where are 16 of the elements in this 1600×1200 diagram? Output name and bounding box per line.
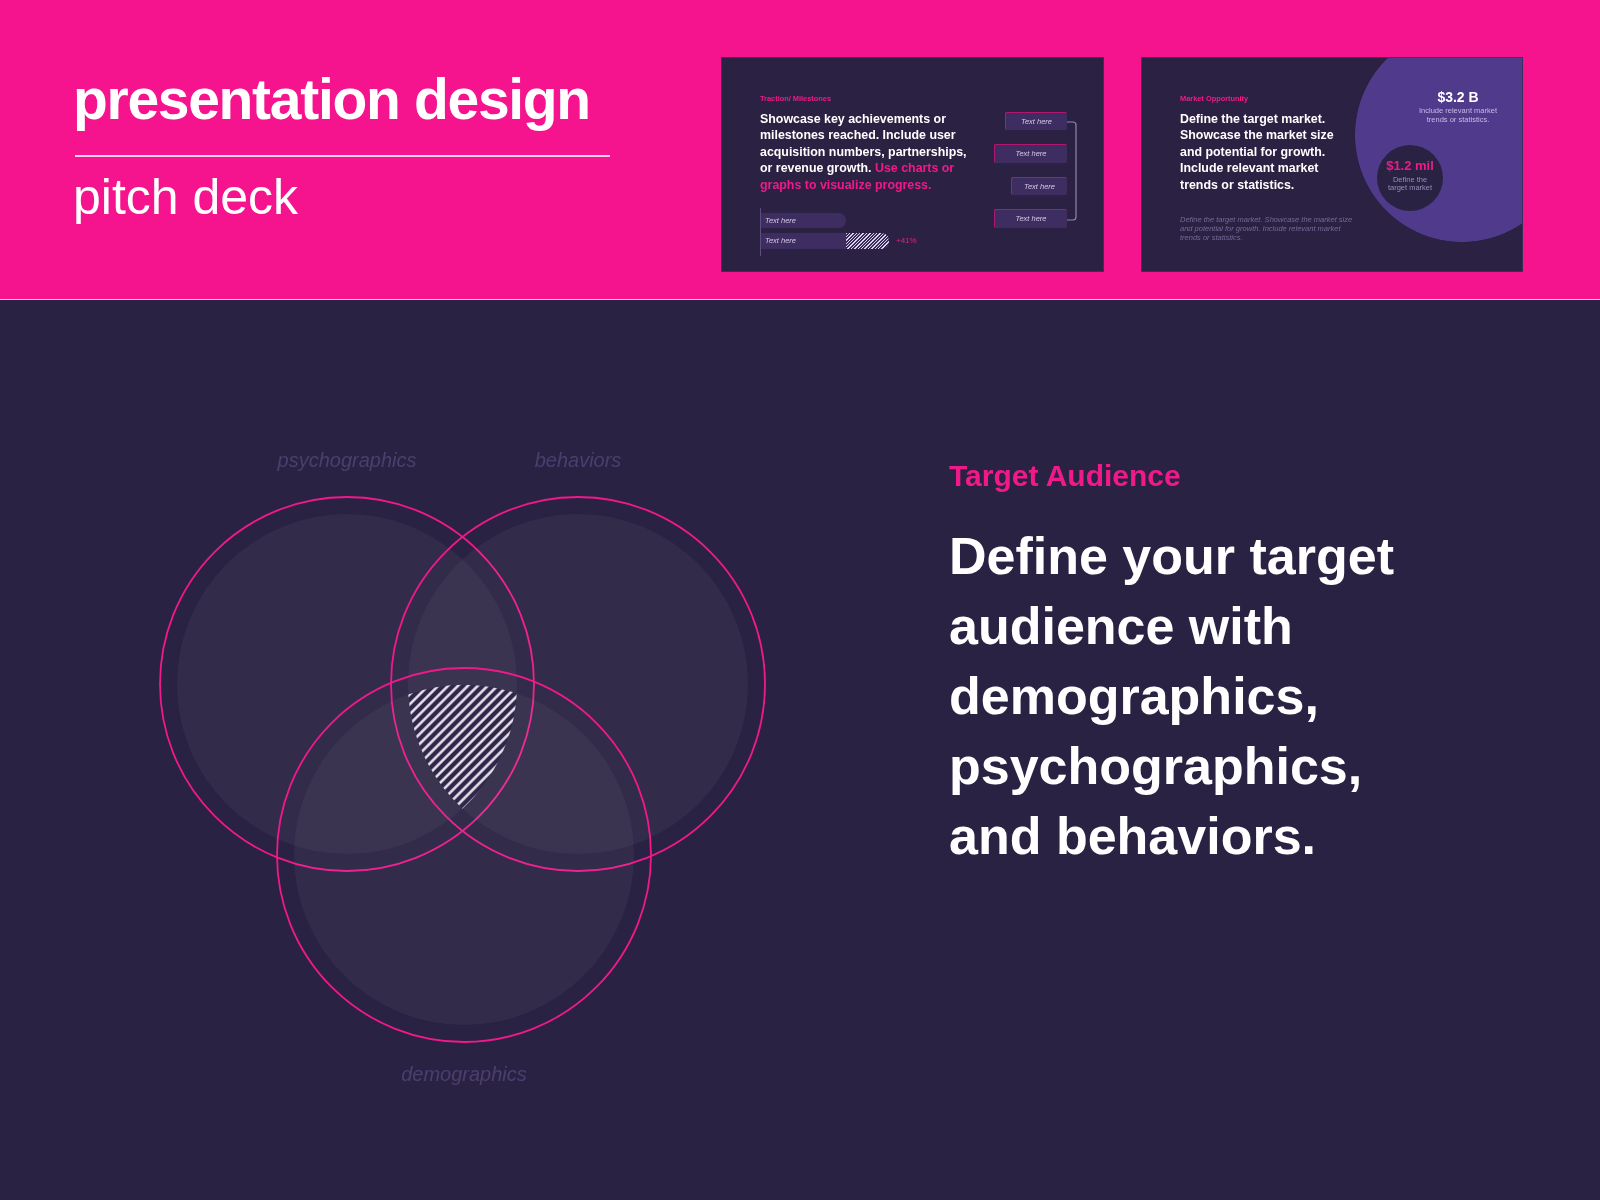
percentage-label: +41% <box>896 235 917 247</box>
milestone-card <box>994 209 1067 228</box>
body-text: Define the target market. Showcase the market size and potential for growth. Include relevant market trends or statistics. <box>1180 110 1335 194</box>
milestone-card <box>1005 112 1067 130</box>
subtitle: pitch deck <box>73 169 299 227</box>
slide-thumbnail <box>721 57 1104 272</box>
title: presentation design <box>73 67 590 133</box>
headline: Define your target audience with demographics, psychographics, and behaviors. <box>949 526 1395 867</box>
stat-value: $1.2 mil <box>1386 159 1434 174</box>
body-text: Showcase key achievements or milestones reached. Include user acquisition numbers, partnerships, or revenue growth. Use charts or graphs to visualize progress. <box>760 110 968 194</box>
milestone-card <box>994 144 1067 163</box>
hatched-intersection <box>408 685 517 809</box>
slide-thumbnail <box>1141 57 1523 272</box>
milestone-card <box>1011 177 1067 195</box>
stat-value: $3.2 B <box>1437 89 1479 106</box>
section-heading: Target Audience <box>949 458 1181 494</box>
